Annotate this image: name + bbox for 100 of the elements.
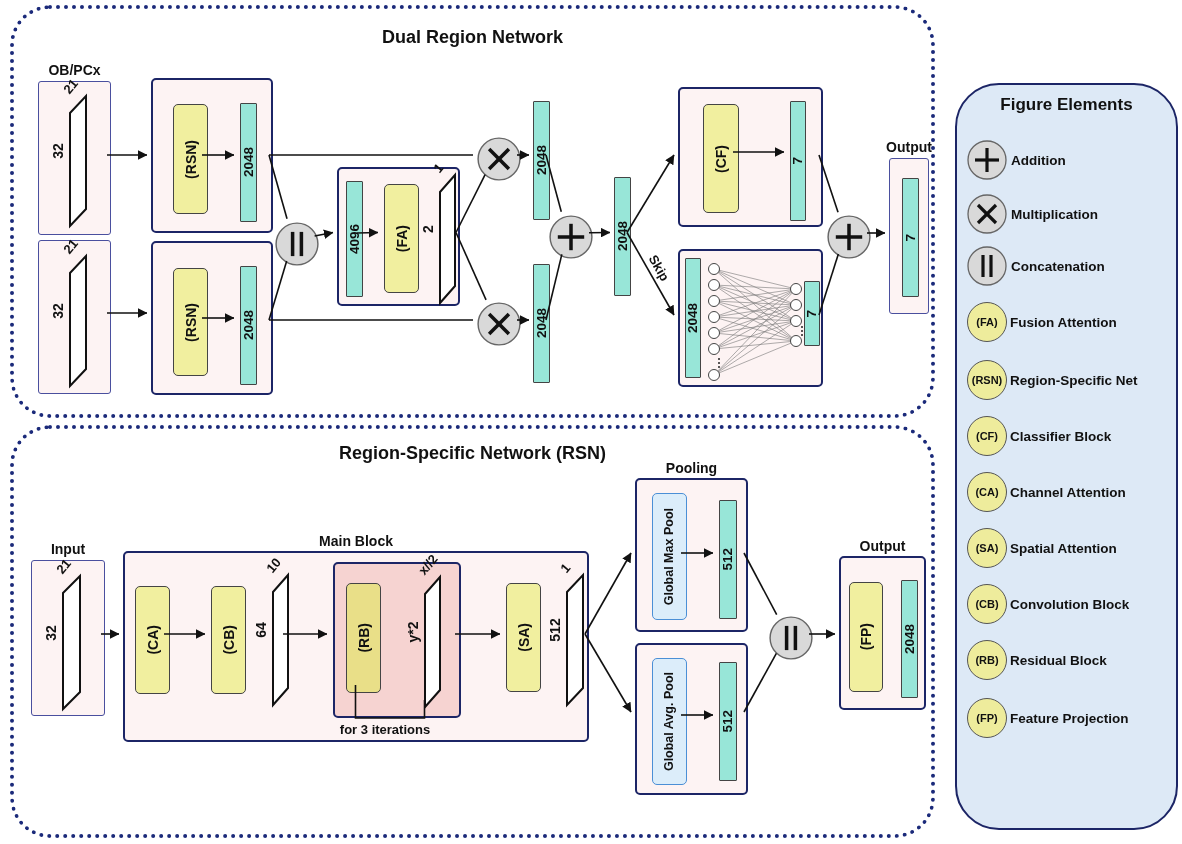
block-label: 2048 (615, 221, 630, 252)
legend-text: Region-Specific Net (1010, 372, 1138, 388)
module-block (135, 586, 170, 694)
legend-title: Figure Elements (999, 95, 1134, 115)
module-block (173, 268, 208, 376)
block-label: 7 (791, 157, 805, 165)
feature-vector-bar (804, 281, 820, 346)
legend-text: Multiplication (1011, 206, 1098, 222)
panel-title: Dual Region Network (381, 27, 564, 48)
feature-vector-bar (902, 178, 919, 297)
arrow (808, 629, 836, 639)
dimension-label: 2 (421, 225, 435, 233)
feature-vector-bar (719, 500, 737, 619)
module-block (703, 104, 739, 213)
connector-line (268, 154, 288, 220)
block-container (678, 87, 823, 227)
block-label: 2048 (241, 310, 256, 341)
block-label: 2048 (534, 308, 549, 339)
feature-vector-bar (719, 662, 737, 781)
arrow (201, 150, 235, 160)
module-block (211, 586, 246, 694)
arrow (732, 147, 785, 157)
connector-line (743, 652, 778, 713)
legend-text: Residual Block (1010, 652, 1107, 668)
block-label: (SA) (516, 623, 531, 652)
arrow (626, 231, 675, 316)
block-label: 4096 (347, 223, 362, 254)
block-label: (FA) (394, 224, 409, 253)
block-label: (RSN) (183, 302, 198, 342)
block-label: 7 (805, 309, 819, 318)
connector-line (268, 154, 474, 156)
feature-vector-bar (346, 181, 363, 297)
dimension-label: 32 (44, 624, 58, 641)
module-block (384, 184, 419, 293)
feature-vector-bar (790, 101, 806, 221)
dimension-label: 32 (51, 143, 65, 159)
pooling-block (652, 493, 687, 620)
block-container (635, 643, 748, 795)
connector-line (455, 231, 487, 301)
module-block (173, 104, 208, 214)
legend-text: Feature Projection (1010, 710, 1129, 726)
feature-vector-bar (901, 580, 918, 698)
arrow (106, 150, 148, 160)
dimension-label: y*2 (406, 621, 420, 643)
feature-vector-bar (240, 266, 257, 385)
arrow (100, 629, 120, 639)
arrow (626, 154, 675, 234)
legend-text: Fusion Attention (1010, 314, 1117, 330)
arrow (584, 552, 632, 635)
legend-text: Convolution Block (1010, 596, 1130, 612)
legend-text: Spatial Attention (1010, 540, 1117, 556)
arrow (680, 710, 714, 720)
module-block (849, 582, 883, 692)
legend-text: Concatenation (1011, 258, 1105, 274)
block-label: (CB) (221, 625, 236, 655)
panel-title: Region-Specific Network (RSN) (338, 443, 607, 464)
connector-line (818, 253, 840, 316)
pooling-block (652, 658, 687, 785)
connector-line (268, 260, 288, 321)
feature-vector-bar (533, 101, 550, 220)
arrow (313, 229, 334, 239)
arrow (866, 228, 886, 238)
dimension-label: 32 (51, 303, 65, 319)
arrow (680, 548, 714, 558)
module-block (506, 583, 541, 692)
legend-text: Addition (1011, 152, 1066, 168)
dimension-label: 1 (431, 161, 446, 175)
block-container (151, 241, 273, 395)
arrow (516, 150, 530, 160)
feature-vector-bar (533, 264, 550, 383)
block-label: 7 (903, 233, 918, 242)
dimension-label: 64 (254, 622, 268, 638)
connector-line (455, 173, 486, 234)
block-heading: Output (886, 139, 932, 155)
block-label: (CF) (714, 144, 728, 173)
block-heading: Pooling (665, 460, 718, 476)
arrow (282, 629, 328, 639)
legend-text: Classifier Block (1010, 428, 1112, 444)
dimension-label: 21 (54, 556, 74, 576)
legend-text: Channel Attention (1010, 484, 1126, 500)
arrow (163, 629, 206, 639)
block-heading: Output (859, 538, 906, 554)
module-block (346, 583, 381, 693)
arrow (584, 633, 632, 713)
feature-vector-bar (614, 177, 631, 296)
block-heading: OB/PCx (48, 62, 101, 78)
dimension-label: 512 (548, 618, 562, 642)
block-label: 512 (721, 710, 735, 733)
dimension-label: 21 (61, 76, 81, 96)
block-label: 2048 (686, 302, 700, 333)
feature-vector-bar (240, 103, 257, 222)
dimension-label: x//2 (416, 552, 440, 577)
arrow (588, 227, 611, 238)
block-label: (FP) (859, 623, 873, 651)
block-label: Global Max Pool (663, 507, 676, 606)
block-label: 2048 (902, 623, 917, 654)
connector-line (818, 154, 839, 213)
block-container (678, 249, 823, 387)
feature-vector-bar (685, 258, 701, 378)
connector-line (743, 552, 778, 616)
